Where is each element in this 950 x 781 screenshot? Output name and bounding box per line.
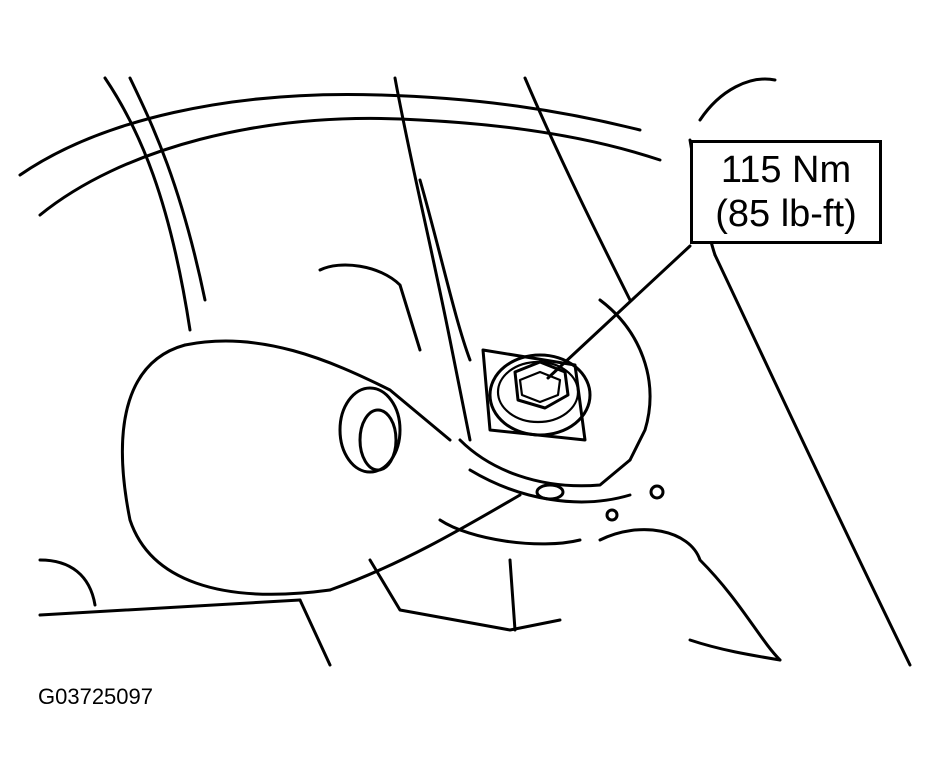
lower-left-edge — [298, 598, 332, 667]
bracket-right — [598, 298, 652, 462]
vertical-member-left — [393, 76, 472, 442]
hole-3 — [605, 508, 619, 522]
strut-line-left — [103, 76, 192, 332]
control-arm-lower-edge-2 — [38, 558, 97, 607]
strut-line-left-2 — [128, 76, 207, 302]
right-panel-arc — [698, 77, 777, 122]
bracket-flange — [438, 518, 582, 546]
bolt-washer — [488, 353, 592, 437]
bushing-inner — [358, 408, 398, 472]
torque-nm-label: 115 Nm — [720, 149, 852, 191]
hole-1 — [535, 483, 565, 501]
lower-right-edge — [688, 638, 782, 662]
control-arm-top — [183, 339, 452, 442]
bolt-head-face — [518, 370, 562, 404]
figure-id-label: G03725097 — [38, 684, 153, 709]
bolt-head — [513, 360, 570, 410]
right-panel-edge — [713, 253, 912, 667]
vertical-member-right — [523, 76, 632, 302]
control-arm-lower-edge — [38, 598, 302, 617]
lower-structure-2 — [508, 558, 517, 632]
torque-callout-box: 115 Nm (85 lb-ft) — [690, 140, 882, 244]
lower-structure — [368, 558, 562, 632]
lower-right-panel — [598, 528, 782, 662]
vertical-member-mid — [418, 178, 472, 362]
outer-arc-inner — [18, 93, 642, 177]
torque-lbft-label: (85 lb-ft) — [715, 193, 857, 235]
bracket-top — [318, 263, 422, 352]
control-arm-bottom — [328, 493, 522, 592]
outer-arc — [38, 116, 662, 217]
bushing-outer — [338, 386, 402, 474]
control-arm-left — [120, 343, 332, 596]
hole-2 — [649, 484, 665, 500]
leader-line — [546, 244, 692, 380]
bracket-lower — [458, 438, 632, 488]
bolt-plate — [481, 348, 587, 442]
